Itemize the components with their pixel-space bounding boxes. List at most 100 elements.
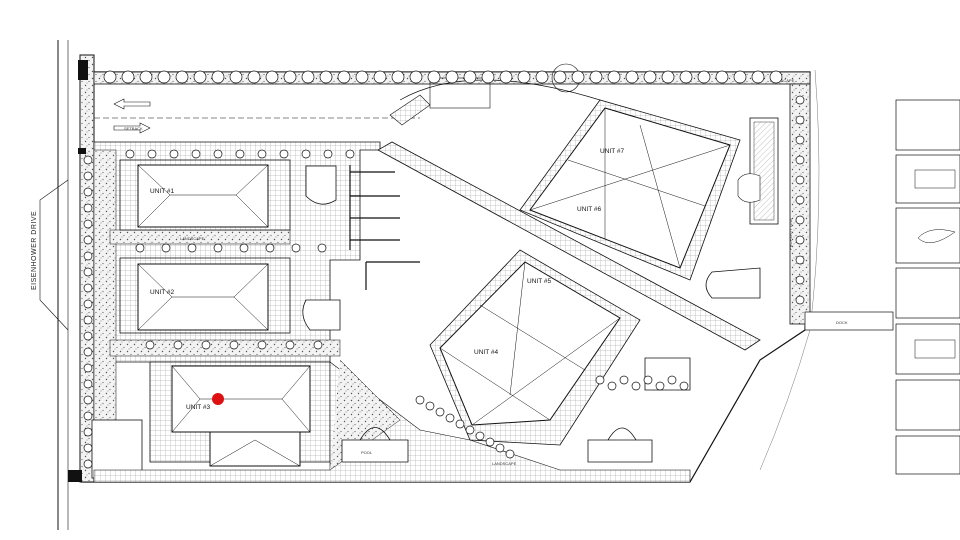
tree-icon: [323, 149, 333, 159]
tree-icon: [157, 70, 171, 84]
tree-icon: [631, 381, 641, 391]
tree-icon: [83, 363, 93, 373]
tree-icon: [83, 235, 93, 245]
tree-icon: [83, 299, 93, 309]
tree-icon: [499, 70, 513, 84]
tree-icon: [83, 395, 93, 405]
unit-2-label: UNIT #2: [150, 289, 174, 296]
unit-2: UNIT #2: [119, 257, 291, 334]
tree-icon: [213, 243, 223, 253]
trees: [83, 70, 805, 469]
tree-icon: [265, 243, 275, 253]
tree-icon: [83, 315, 93, 325]
tree-icon: [435, 407, 445, 417]
waterfront: PROPERTY LINE DOCK: [759, 69, 894, 471]
tree-icon: [733, 70, 747, 84]
location-marker: [212, 393, 224, 405]
tree-icon: [301, 149, 311, 159]
pools: POOL: [302, 117, 779, 463]
tree-icon: [505, 449, 515, 459]
road: EISENHOWER DRIVE: [31, 40, 69, 530]
tree-icon: [83, 379, 93, 389]
tree-icon: [83, 219, 93, 229]
tree-icon: [595, 375, 605, 385]
tree-icon: [795, 235, 805, 245]
unit-1: UNIT #1: [119, 159, 291, 231]
parking: [349, 165, 420, 290]
tree-icon: [697, 70, 711, 84]
tree-icon: [355, 70, 369, 84]
tree-icon: [201, 340, 211, 350]
tree-icon: [535, 70, 549, 84]
units-4-5: UNIT #4 UNIT #5: [429, 249, 641, 446]
tree-icon: [679, 381, 689, 391]
tree-icon: [83, 411, 93, 421]
tree-icon: [139, 70, 153, 84]
tree-icon: [553, 70, 567, 84]
tree-icon: [229, 70, 243, 84]
tree-icon: [795, 155, 805, 165]
tree-icon: [337, 70, 351, 84]
tree-icon: [795, 275, 805, 285]
tree-icon: [291, 243, 301, 253]
landscape-notes: LANDSCAPE LANDSCAPE LANDSCAPE: [180, 78, 795, 466]
tree-icon: [345, 149, 355, 159]
tree-icon: [83, 267, 93, 277]
tree-icon: [425, 401, 435, 411]
tree-icon: [257, 340, 267, 350]
tree-icon: [193, 70, 207, 84]
tree-icon: [455, 419, 465, 429]
tree-icon: [655, 381, 665, 391]
tree-icon: [83, 187, 93, 197]
tree-icon: [145, 340, 155, 350]
tree-icon: [619, 375, 629, 385]
tree-icon: [391, 70, 405, 84]
tree-icon: [679, 70, 693, 84]
tree-icon: [175, 70, 189, 84]
tree-icon: [795, 135, 805, 145]
tree-icon: [121, 70, 135, 84]
tree-icon: [187, 243, 197, 253]
tree-icon: [213, 149, 223, 159]
tree-icon: [607, 70, 621, 84]
road-name: EISENHOWER DRIVE: [31, 211, 38, 290]
tree-icon: [211, 70, 225, 84]
tree-icon: [481, 70, 495, 84]
unit-3-label: UNIT #3: [186, 404, 210, 411]
tree-icon: [313, 340, 323, 350]
property-line-label: PROPERTY LINE: [788, 218, 793, 250]
tree-icon: [83, 331, 93, 341]
tree-icon: [235, 149, 245, 159]
tree-icon: [661, 70, 675, 84]
tree-icon: [83, 203, 93, 213]
tree-icon: [83, 427, 93, 437]
tree-icon: [625, 70, 639, 84]
tree-icon: [285, 340, 295, 350]
tree-icon: [83, 171, 93, 181]
pool-label: POOL: [361, 450, 373, 455]
tree-icon: [169, 149, 179, 159]
unit-3: UNIT #3: [149, 361, 331, 467]
tree-icon: [409, 70, 423, 84]
tree-icon: [283, 70, 297, 84]
landscape-label-west: LANDSCAPE: [180, 236, 205, 241]
unit-7-label: UNIT #7: [600, 148, 624, 155]
tree-icon: [265, 70, 279, 84]
tree-icon: [415, 395, 425, 405]
tree-icon: [463, 70, 477, 84]
unit-5-label: UNIT #5: [527, 278, 551, 285]
tree-icon: [607, 381, 617, 391]
tree-icon: [517, 70, 531, 84]
tree-icon: [795, 195, 805, 205]
landscape-label-south: LANDSCAPE: [492, 461, 517, 466]
tree-icon: [125, 149, 135, 159]
tree-icon: [445, 413, 455, 423]
tree-icon: [229, 340, 239, 350]
tree-icon: [135, 243, 145, 253]
tree-icon: [427, 70, 441, 84]
tree-icon: [239, 243, 249, 253]
unit-1-label: UNIT #1: [150, 188, 174, 195]
tree-icon: [83, 347, 93, 357]
tree-icon: [279, 149, 289, 159]
